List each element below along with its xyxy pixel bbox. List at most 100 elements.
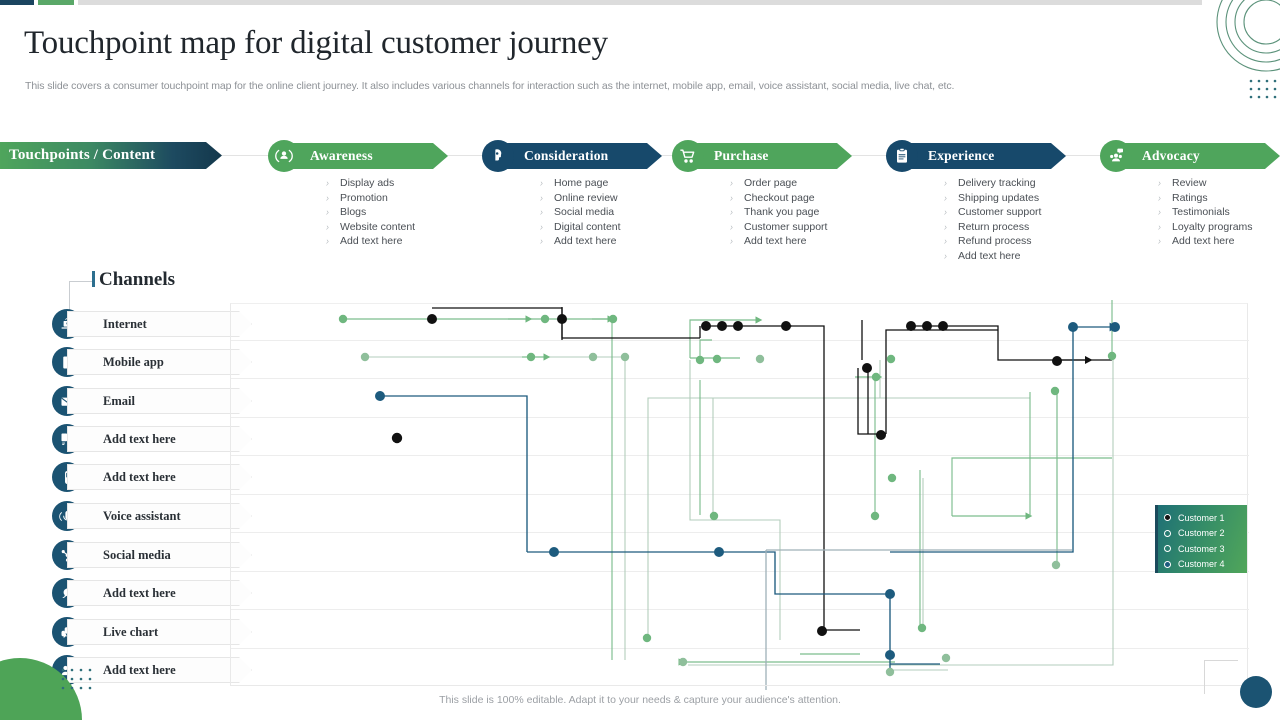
chevron-right-icon: ›: [730, 178, 733, 188]
chevron-right-icon: ›: [944, 178, 947, 188]
list-item: ›Ratings: [1158, 191, 1253, 206]
stage-item-label: Add text here: [554, 235, 617, 247]
navy-circle-decoration: [1240, 676, 1272, 708]
stage-advocacy-chevron: Advocacy: [1116, 143, 1280, 169]
chart-row-separator: [231, 455, 1249, 456]
legend-label: Customer 4: [1178, 559, 1225, 570]
people-chat-icon: [1100, 140, 1132, 172]
page-subtitle: This slide covers a consumer touchpoint …: [25, 80, 955, 92]
legend-marker-customer-1: [1164, 514, 1171, 522]
chevron-right-icon: ›: [944, 236, 947, 246]
stage-item-label: Add text here: [1172, 235, 1235, 247]
stage-item-label: Home page: [554, 177, 609, 189]
accent-bar-navy: [0, 0, 34, 5]
chevron-right-icon: ›: [944, 250, 947, 261]
legend-marker-customer-3: [1164, 545, 1171, 553]
chevron-right-icon: ›: [326, 178, 329, 188]
stage-item-label: Online review: [554, 191, 618, 204]
legend-marker-customer-2: [1164, 529, 1171, 537]
list-item: ›Social media: [540, 205, 621, 220]
channel-label: Mobile app: [103, 354, 164, 369]
chart-row-separator: [231, 571, 1249, 572]
stage-item-label: Customer support: [744, 220, 828, 233]
channel-label: Social media: [103, 547, 171, 562]
stage-item-label: Add text here: [958, 249, 1021, 262]
chart-legend: Customer 1 Customer 2 Customer 3 Custome…: [1155, 505, 1247, 573]
footer-separator: [230, 685, 1248, 686]
list-item: ›Delivery tracking: [944, 176, 1041, 191]
list-item: › Home page: [540, 176, 621, 191]
list-item: ›Shipping updates: [944, 191, 1041, 206]
legend-item: Customer 1: [1164, 510, 1247, 526]
stage-item-label: Return process: [958, 220, 1030, 233]
chevron-right-icon: ›: [730, 221, 733, 232]
stage-advocacy-items: ›Review ›Ratings › Testimonials ›Loyalty …: [1158, 176, 1253, 249]
list-item: ›Blogs: [326, 205, 415, 220]
channel-pill: Internet: [67, 311, 252, 337]
chart-row-separator: [231, 609, 1249, 610]
chevron-right-icon: ›: [326, 192, 329, 203]
list-item: ›Add text here: [1158, 234, 1253, 249]
list-item: › Order page: [730, 176, 827, 191]
stage-item-label: Checkout page: [744, 191, 815, 204]
chevron-right-icon: ›: [1158, 207, 1161, 217]
chevron-right-icon: ›: [540, 221, 543, 232]
chevron-right-icon: ›: [540, 236, 543, 246]
channel-pill: Add text here: [67, 657, 252, 683]
stage-consideration-chevron: Consideration: [498, 143, 662, 169]
stage-item-label: Order page: [744, 177, 798, 189]
channel-label: Voice assistant: [103, 508, 181, 523]
chart-row-separator: [231, 648, 1249, 649]
stage-item-label: Digital content: [554, 220, 621, 233]
legend-label: Customer 3: [1178, 543, 1225, 554]
channels-connector-line: [69, 281, 93, 317]
stage-purchase-chevron: Purchase: [688, 143, 852, 169]
channel-pill: Add text here: [67, 580, 252, 606]
channel-pill: Add text here: [67, 464, 252, 490]
chevron-right-icon: ›: [540, 207, 543, 217]
channel-label: Add text here: [103, 431, 176, 446]
chevron-right-icon: ›: [1158, 192, 1161, 203]
stage-awareness-label: Awareness: [310, 148, 373, 163]
chevron-right-icon: ›: [326, 221, 329, 232]
channel-pill: Voice assistant: [67, 503, 252, 529]
list-item: ›Loyalty programs: [1158, 220, 1253, 235]
dot-grid-bottom-left: [61, 668, 92, 690]
list-item: › Customer support: [730, 220, 827, 235]
chevron-right-icon: ›: [730, 192, 733, 203]
journey-flow-chart: [230, 303, 1249, 685]
chevron-right-icon: ›: [730, 207, 733, 217]
footer-note: This slide is 100% editable. Adapt it to…: [439, 694, 841, 706]
stage-item-label: Add text here: [340, 235, 403, 247]
stage-experience-chevron: Experience: [902, 143, 1066, 169]
chart-row-separator: [231, 340, 1249, 341]
corner-bracket-decoration: [1204, 660, 1238, 694]
stage-experience-items: ›Delivery tracking ›Shipping updates ›Cu…: [944, 176, 1041, 263]
list-item: › Add text here: [944, 249, 1041, 264]
legend-item: Customer 4: [1164, 557, 1247, 573]
concentric-arcs-decoration: [1216, 0, 1280, 72]
chart-row-separator: [231, 494, 1249, 495]
stage-item-label: Thank you page: [744, 206, 820, 218]
head-thinking-icon: [482, 140, 514, 172]
channel-label: Email: [103, 393, 135, 408]
chevron-right-icon: ›: [326, 236, 329, 246]
clipboard-icon: [886, 140, 918, 172]
list-item: › Add text here: [326, 234, 415, 249]
channel-pill: Email: [67, 388, 252, 414]
list-item: ›Review: [1158, 176, 1253, 191]
stage-item-label: Testimonials: [1172, 206, 1230, 218]
broadcast-person-icon: [268, 140, 300, 172]
legend-item: Customer 3: [1164, 541, 1247, 557]
stage-item-label: Display ads: [340, 177, 395, 189]
chevron-right-icon: ›: [944, 221, 947, 232]
chevron-right-icon: ›: [540, 178, 543, 188]
channel-label: Add text here: [103, 662, 176, 677]
channel-pill: Mobile app: [67, 349, 252, 375]
stage-item-label: Refund process: [958, 235, 1032, 247]
legend-item: Customer 2: [1164, 526, 1247, 542]
channel-label: Live chart: [103, 624, 159, 639]
legend-label: Customer 1: [1178, 512, 1225, 523]
